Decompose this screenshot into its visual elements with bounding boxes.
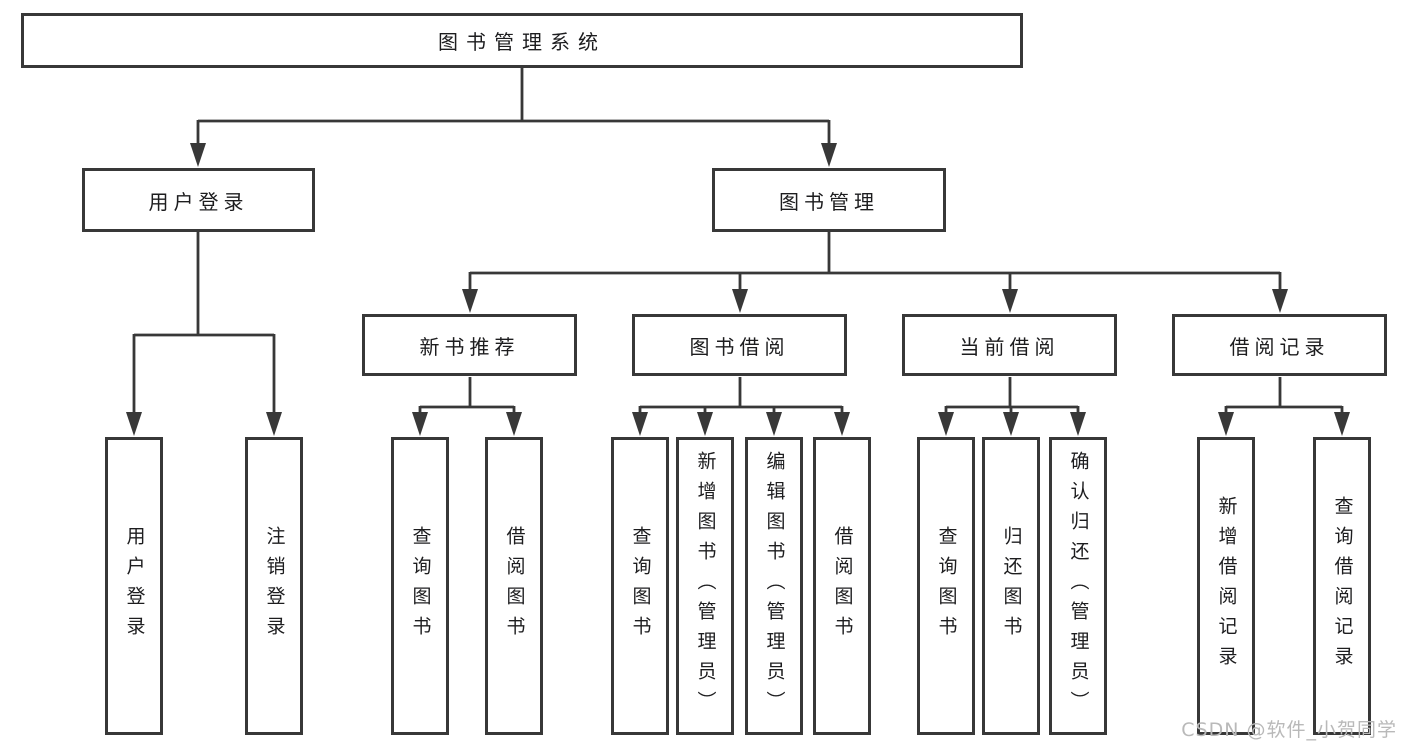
node-new-book-recommend: 新书推荐: [362, 314, 577, 376]
leaf-borrow-books-recommend: 借阅图书: [485, 437, 543, 735]
node-book-management-label: 图书管理: [779, 189, 879, 214]
node-book-borrow: 图书借阅: [632, 314, 847, 376]
node-root: 图书管理系统: [21, 13, 1023, 68]
leaf-borrow-books-label: 借阅图书: [831, 526, 854, 646]
leaf-return-book-label: 归还图书: [1000, 526, 1023, 646]
node-current-borrow-label: 当前借阅: [959, 334, 1060, 359]
leaf-logout-label: 注销登录: [263, 526, 286, 646]
leaf-confirm-return-admin-label: 确认归还（管理员）: [1067, 451, 1090, 721]
node-borrow-records-label: 借阅记录: [1229, 334, 1330, 359]
leaf-confirm-return-admin: 确认归还（管理员）: [1049, 437, 1107, 735]
leaf-add-borrow-record-label: 新增借阅记录: [1215, 496, 1238, 676]
leaf-add-book-admin: 新增图书（管理员）: [676, 437, 734, 735]
leaf-return-book: 归还图书: [982, 437, 1040, 735]
leaf-add-book-admin-label: 新增图书（管理员）: [694, 451, 717, 721]
leaf-user-login: 用户登录: [105, 437, 163, 735]
arrowheads: [126, 143, 1350, 436]
csdn-watermark: CSDN @软件_小贺同学: [1181, 719, 1397, 741]
leaf-add-borrow-record: 新增借阅记录: [1197, 437, 1255, 735]
node-new-book-recommend-label: 新书推荐: [419, 334, 520, 359]
leaf-edit-book-admin-label: 编辑图书（管理员）: [763, 451, 786, 721]
leaf-borrow-books: 借阅图书: [813, 437, 871, 735]
leaf-user-login-label: 用户登录: [123, 526, 146, 646]
leaf-query-books-borrow: 查询图书: [611, 437, 669, 735]
leaf-query-books-recommend-label: 查询图书: [409, 526, 432, 646]
leaf-query-books-current: 查询图书: [917, 437, 975, 735]
node-borrow-records: 借阅记录: [1172, 314, 1387, 376]
leaf-query-books-borrow-label: 查询图书: [629, 526, 652, 646]
leaf-query-books-recommend: 查询图书: [391, 437, 449, 735]
node-book-management: 图书管理: [712, 168, 946, 232]
leaf-logout: 注销登录: [245, 437, 303, 735]
leaf-borrow-books-recommend-label: 借阅图书: [503, 526, 526, 646]
node-user-login-label: 用户登录: [148, 189, 249, 214]
leaf-query-borrow-record: 查询借阅记录: [1313, 437, 1371, 735]
leaf-query-books-current-label: 查询图书: [935, 526, 958, 646]
leaf-query-borrow-record-label: 查询借阅记录: [1331, 496, 1354, 676]
node-user-login: 用户登录: [82, 168, 315, 232]
node-current-borrow: 当前借阅: [902, 314, 1117, 376]
leaf-edit-book-admin: 编辑图书（管理员）: [745, 437, 803, 735]
node-book-borrow-label: 图书借阅: [689, 334, 790, 359]
node-root-label: 图书管理系统: [438, 30, 606, 54]
